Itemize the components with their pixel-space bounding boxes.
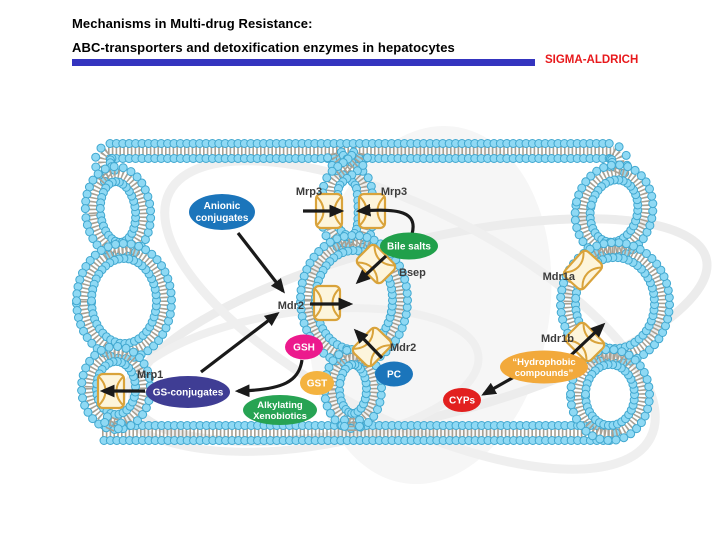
- svg-text:Alkylating: Alkylating: [257, 400, 303, 411]
- top-left-corner: [98, 148, 116, 182]
- page-title: Mechanisms in Multi-drug Resistance:: [72, 16, 313, 31]
- right-loop-1: [578, 167, 650, 255]
- substrate-bile-salts: Bile salts: [380, 232, 438, 260]
- svg-text:GS-conjugates: GS-conjugates: [153, 388, 224, 399]
- label-mrp1: Mrp1: [137, 369, 163, 381]
- substrate-alkylating-xenobiotics: Alkylating Xenobiotics: [243, 395, 317, 425]
- transport-arrows: [99, 203, 606, 398]
- svg-text:GST: GST: [307, 379, 328, 390]
- substrate-pc: PC: [375, 361, 413, 387]
- substrate-anionic-conjugates: Anionic conjugates: [189, 194, 255, 230]
- svg-text:Anionic: Anionic: [204, 201, 241, 212]
- substrate-ovals: Anionic conjugates Bile salts GSH GST PC: [146, 194, 588, 425]
- canaliculus-lumen-loop: [303, 238, 405, 362]
- substrate-hydrophobic-compounds: “Hydrophobic compounds”: [500, 350, 588, 384]
- substrate-cyps: CYPs: [443, 388, 481, 412]
- arrow-hydrophobic-to-cyps: [481, 375, 515, 396]
- label-mdr2-mid: Mdr2: [278, 300, 304, 312]
- right-loop-2: [563, 245, 667, 361]
- left-loop-3: [84, 349, 148, 427]
- left-bottom-connector: [104, 416, 120, 433]
- arrow-gsh-to-gsconjugates: [234, 359, 304, 398]
- svg-text:Bile salts: Bile salts: [387, 242, 431, 253]
- svg-text:Xenobiotics: Xenobiotics: [253, 411, 307, 422]
- svg-text:GSH: GSH: [293, 343, 315, 354]
- svg-text:compounds”: compounds”: [515, 368, 574, 379]
- label-mdr1a: Mdr1a: [543, 271, 576, 283]
- substrate-gs-conjugates: GS-conjugates: [146, 376, 230, 408]
- label-mrp3-right: Mrp3: [381, 186, 407, 198]
- left-loop-2: [79, 246, 169, 356]
- label-mdr2-lower: Mdr2: [390, 342, 416, 354]
- protein-labels: Mrp3 Mrp3 Bsep Mdr2 Mdr2 Mrp1 Mdr1a Mdr1…: [137, 186, 576, 381]
- arrow-hydrophobic-to-mdr1b: [566, 322, 606, 360]
- arrow-pc-to-mdr2-lower: [353, 328, 384, 360]
- substrate-gst: GST: [300, 371, 334, 395]
- label-mrp3-left: Mrp3: [296, 186, 322, 198]
- svg-text:PC: PC: [387, 370, 401, 381]
- arrow-anionic-to-mdr2: [236, 232, 285, 294]
- label-mdr1b: Mdr1b: [541, 333, 574, 345]
- phospholipid-bilayer-membranes: [72, 139, 674, 445]
- svg-text:conjugates: conjugates: [196, 213, 249, 224]
- arrow-bilesalts-to-bsep: [355, 254, 388, 285]
- right-loop-3: [573, 352, 647, 438]
- svg-text:“Hydrophobic: “Hydrophobic: [512, 357, 575, 368]
- arrow-gsconjugates-to-mdr2: [200, 312, 280, 374]
- canaliculus-lower-loop: [327, 352, 379, 426]
- arrow-into-mrp3-right: [355, 203, 415, 235]
- substrate-gsh: GSH: [285, 334, 323, 360]
- page-subtitle: ABC-transporters and detoxification enzy…: [72, 40, 455, 55]
- canaliculus-strand-right: [324, 151, 366, 252]
- label-bsep: Bsep: [399, 267, 426, 279]
- title-divider-bar: [72, 59, 535, 66]
- svg-text:CYPs: CYPs: [449, 396, 476, 407]
- brand-logo-text: SIGMA-ALDRICH: [545, 54, 639, 66]
